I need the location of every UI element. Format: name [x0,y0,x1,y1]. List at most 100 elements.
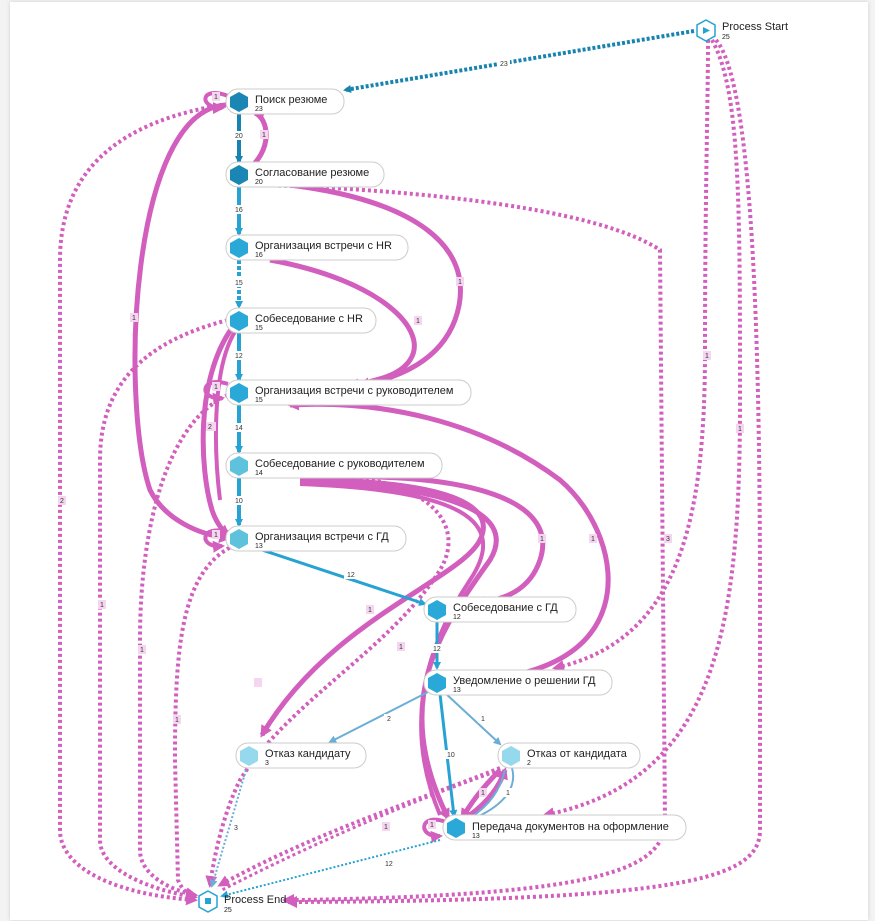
activity-hex-icon [240,746,258,766]
label-peredacha-otkaz-ot: 1 [481,790,485,797]
label-org-gd-end: 1 [175,717,179,724]
node-soglasovanie-rezyume[interactable]: Согласование резюме 20 [225,161,385,188]
label-start-uved: 1 [705,353,709,360]
node-label: Организация встречи с HR [255,240,392,252]
edge-uved-org-ruk[interactable] [287,398,611,683]
label-sobes-ruk-sobes-gd: 1 [540,536,544,543]
activity-hex-icon [230,456,248,476]
label-otkaz-ot-peredacha: 1 [506,790,510,797]
edge-uved-otkaz-kand[interactable] [328,691,429,743]
node-label: Process Start [722,21,788,33]
node-poisk-rezyume[interactable]: Поиск резюме 23 [225,88,345,115]
node-label: Собеседование с HR [255,313,363,325]
label-sobes-hr-org-ruk: 12 [235,353,243,360]
play-icon [703,27,710,34]
label-otkaz-ot-end: 1 [384,824,388,831]
activity-hex-icon [428,600,446,620]
edge-sobes-hr-end[interactable] [98,318,229,902]
label-loop-org-gd: 1 [214,532,218,539]
edge-poisk-end[interactable] [58,102,229,906]
label-org-hr-org-ruk: 1 [416,318,420,325]
label-org-ruk-sobes-ruk: 14 [235,425,243,432]
node-count: 23 [255,106,263,113]
loop-peredacha[interactable] [422,817,447,843]
nodes: Process Start 25 Поиск резюме 23 Согласо… [198,19,788,914]
node-count: 14 [255,470,263,477]
label-start-peredacha: 1 [738,426,742,433]
node-count: 2 [527,760,531,767]
edge-sobes-ruk-peredacha-2[interactable] [299,482,486,816]
node-count: 13 [255,543,263,550]
node-sobesedovanie-gd[interactable]: Собеседование с ГД 12 [423,596,577,623]
edge-start-peredacha[interactable] [542,39,743,820]
label-uved-org-ruk: 1 [591,536,595,543]
label-uved-peredacha: 10 [447,752,455,759]
node-count: 20 [255,179,263,186]
loop-org-ruk[interactable] [203,380,229,405]
node-label: Поиск резюме [255,94,327,106]
edge-org-gd-sobes-gd[interactable] [249,544,427,606]
label-peredacha-end: 12 [385,861,393,868]
node-label: Передача документов на оформление [472,821,669,833]
activity-hex-icon [502,746,520,766]
edge-start-uved[interactable] [552,39,710,672]
edge-sobes-ruk-sobes-gd[interactable] [299,474,546,609]
edge-sobes-ruk-otkaz[interactable] [259,477,486,738]
label-sobes-ruk-org-gd: 10 [235,498,243,505]
activity-hex-icon [230,311,248,331]
node-label: Собеседование с ГД [453,602,558,614]
node-otkaz-ot-kandidata[interactable]: Отказ от кандидата 2 [497,742,641,769]
label-sogl-org-ruk: 1 [458,279,462,286]
activity-hex-icon [428,673,446,693]
label-sobes-hr-org-gd: 2 [208,424,212,431]
label-sobes-ruk-peredacha: 1 [399,644,403,651]
node-sobesedovanie-hr[interactable]: Собеседование с HR 15 [225,307,377,334]
label-otkaz-kand-end: 3 [234,825,238,832]
activity-hex-icon [230,238,248,258]
edge-sobes-hr-org-gd-2[interactable] [214,328,238,501]
node-label: Отказ от кандидата [527,748,628,760]
activity-hex-icon [447,818,465,838]
label-loop-poisk: 1 [214,94,218,101]
node-sobesedovanie-ruk[interactable]: Собеседование с руководителем 14 [225,452,443,479]
edge-sobes-ruk-end[interactable] [205,473,451,888]
stop-icon [205,898,211,904]
edge-org-hr-org-ruk[interactable] [269,257,417,391]
edge-org-ruk-end[interactable] [138,393,229,900]
node-otkaz-kandidatu[interactable]: Отказ кандидату 3 [235,742,367,769]
node-org-vstrechi-ruk[interactable]: Организация встречи с руководителем 15 [225,379,472,406]
node-count: 3 [265,760,269,767]
edge-sogl-org-ruk[interactable] [259,179,463,390]
node-label: Организация встречи с ГД [255,531,389,543]
edge-org-gd-end[interactable] [172,543,236,901]
label-org-gd-sobes-gd: 12 [347,572,355,579]
edge-start-poisk[interactable] [343,29,695,93]
edge-peredacha-end[interactable] [220,839,441,899]
node-org-vstrechi-gd[interactable]: Организация встречи с ГД 13 [225,525,407,552]
edge-poisk-org-gd[interactable] [132,102,231,544]
edge-uved-otkaz-ot[interactable] [443,691,502,746]
node-process-start[interactable]: Process Start 25 [696,19,788,42]
node-peredacha-dokumentov[interactable]: Передача документов на оформление 13 [442,814,687,841]
node-uvedomlenie-gd[interactable]: Уведомление о решении ГД 13 [423,669,613,696]
edge-start-end[interactable] [285,38,762,908]
label-sobes-ruk-otkaz: 1 [368,607,372,614]
node-count: 15 [255,397,263,404]
node-org-vstrechi-hr[interactable]: Организация встречи с HR 16 [225,234,409,261]
label-poisk-org-gd: 1 [132,315,136,322]
node-label: Согласование резюме [255,167,369,179]
node-count: 12 [453,614,461,621]
node-count: 16 [255,252,263,259]
label-poisk-end: 2 [60,498,64,505]
label-uved-otkaz-kand: 2 [387,716,391,723]
edge-otkaz-ot-end[interactable] [217,766,501,887]
node-count: 13 [453,687,461,694]
edge-sobes-hr-org-gd[interactable] [200,326,235,537]
label-sobes-hr-end: 1 [100,602,104,609]
node-label: Отказ кандидату [265,748,351,760]
edge-otkaz-kand-end[interactable] [209,769,247,888]
edge-labels: 23 20 1 16 15 12 14 10 12 12 2 1 10 1 12… [58,59,744,868]
loop-org-gd[interactable] [203,528,229,553]
node-process-end[interactable]: Process End 25 [198,890,286,914]
node-count: 15 [255,325,263,332]
